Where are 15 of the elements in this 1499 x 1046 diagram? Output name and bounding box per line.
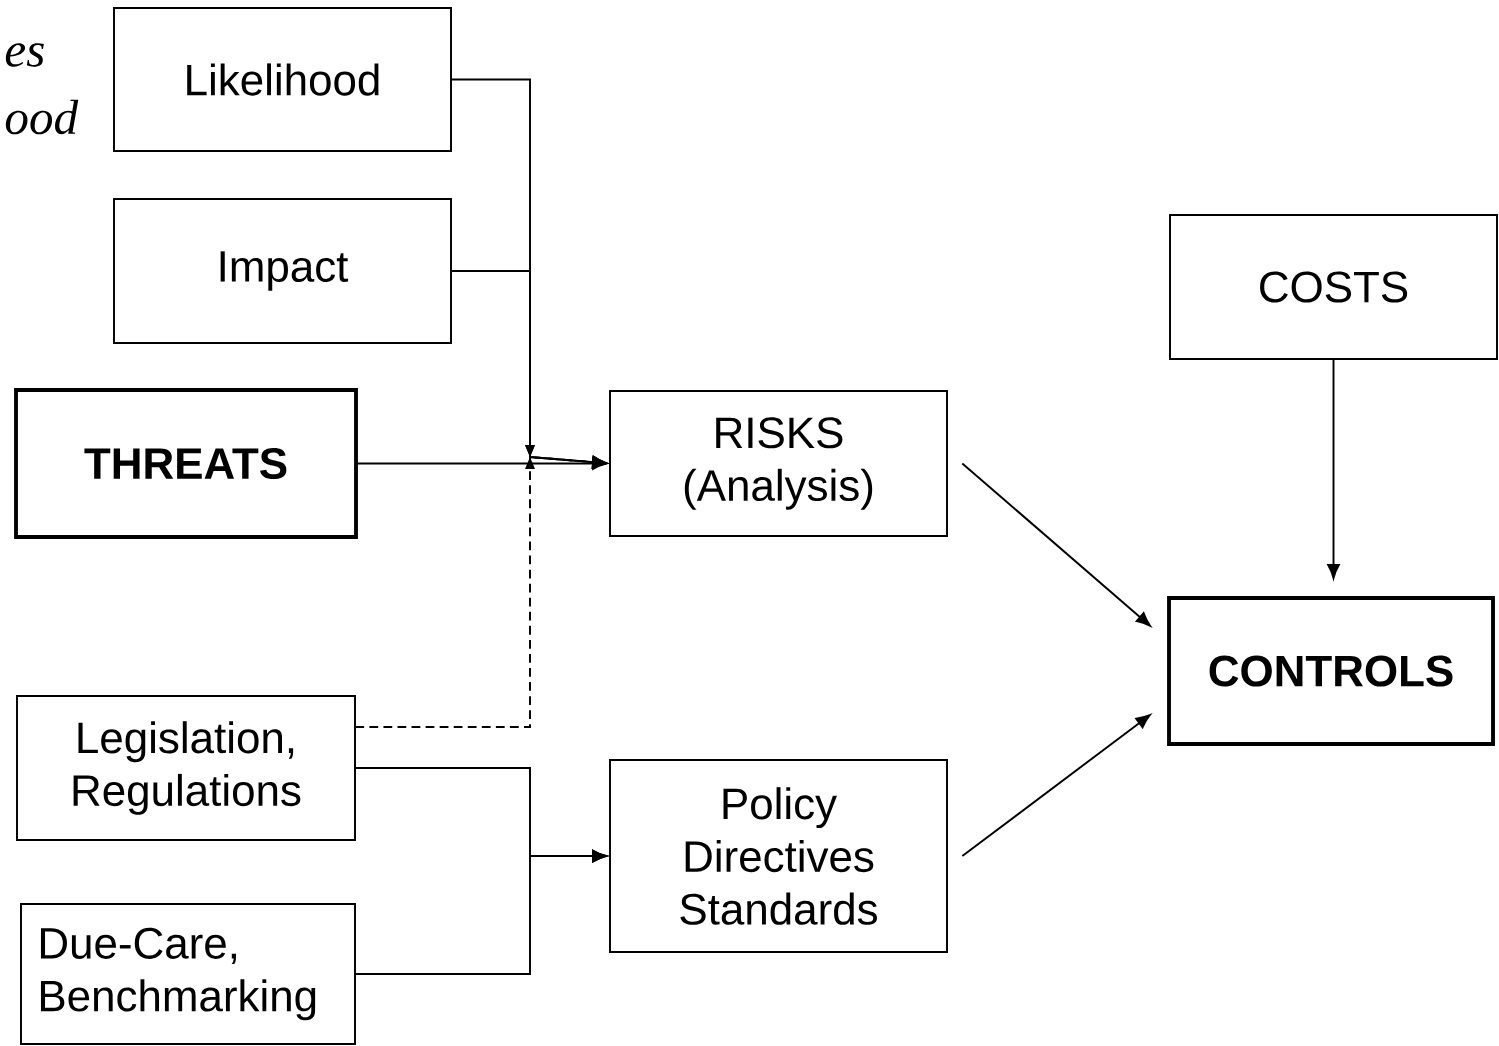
process-box: THREATS	[14, 388, 358, 539]
italic-text: es	[5, 43, 44, 67]
process-box: Due-Care, Benchmarking	[20, 903, 356, 1045]
process-box: Impact	[113, 198, 452, 344]
process-box: Policy Directives Standards	[609, 759, 948, 953]
italic-text: ood	[5, 99, 79, 135]
arrow	[354, 455, 607, 728]
process-box: Legislation, Regulations	[16, 695, 356, 841]
arrow	[961, 714, 1151, 857]
process-box: RISKS (Analysis)	[609, 390, 948, 537]
process-box: Likelihood	[113, 7, 452, 152]
arrow	[961, 462, 1151, 627]
process-box: CONTROLS	[1167, 596, 1495, 746]
process-box: COSTS	[1169, 214, 1498, 360]
arrow	[354, 849, 607, 975]
